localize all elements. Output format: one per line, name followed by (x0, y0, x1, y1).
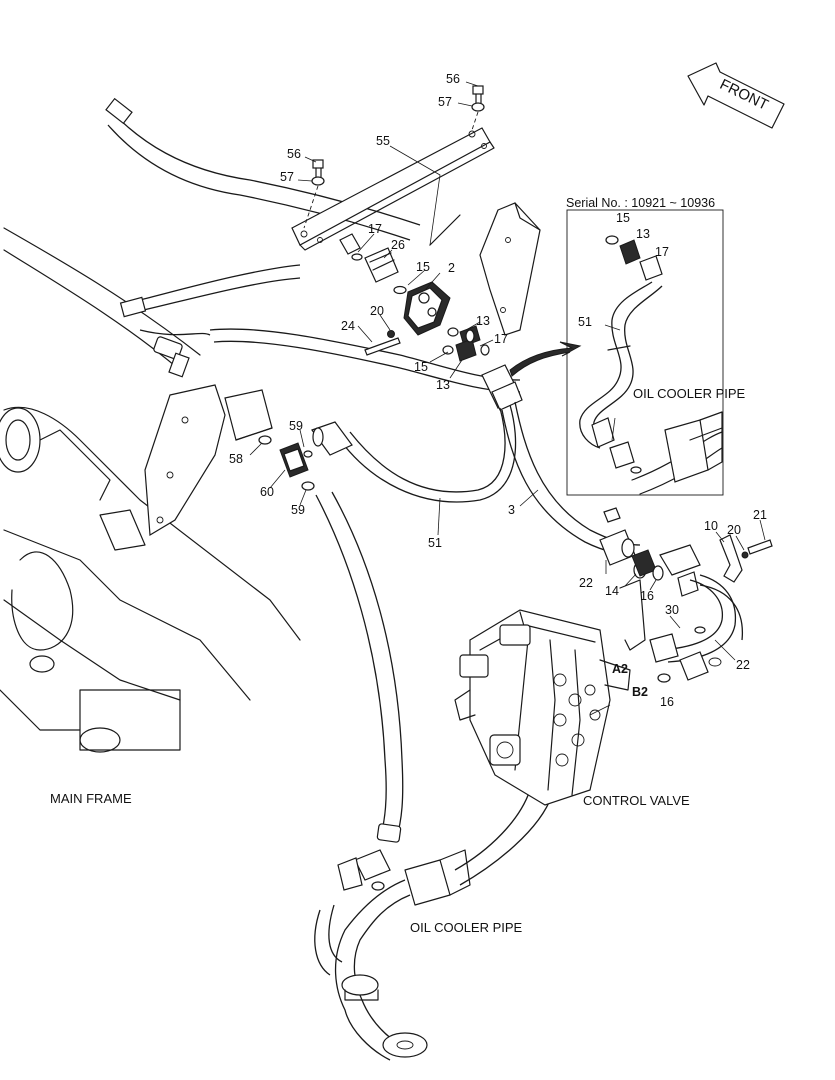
caption-main-frame: MAIN FRAME (50, 791, 132, 806)
valve-assembly (339, 233, 523, 411)
label-57-top: 57 (438, 95, 452, 109)
label-20-right: 20 (727, 523, 741, 537)
front-label: FRONT (717, 76, 771, 114)
label-60: 60 (260, 485, 274, 499)
right-pipe-assembly (599, 507, 773, 683)
label-56-top: 56 (446, 72, 460, 86)
label-2: 2 (448, 261, 455, 275)
label-56-left: 56 (287, 147, 301, 161)
hose-51-and-3 (311, 401, 641, 557)
label-55: 55 (376, 134, 390, 148)
label-59-upper: 59 (289, 419, 303, 433)
caption-oil-cooler-pipe-inset: OIL COOLER PIPE (633, 386, 746, 401)
leader-lines (249, 81, 766, 716)
label-A2: A2 (612, 662, 628, 676)
caption-control-valve: CONTROL VALVE (583, 793, 690, 808)
label-20-left: 20 (370, 304, 384, 318)
control-valve (454, 609, 631, 806)
bracket-plate-55 (291, 85, 495, 251)
label-15-upper: 15 (416, 260, 430, 274)
caption-oil-cooler-pipe-bottom: OIL COOLER PIPE (410, 920, 523, 935)
label-21: 21 (753, 508, 767, 522)
captions: MAIN FRAME CONTROL VALVE OIL COOLER PIPE (50, 791, 690, 935)
oil-cooler-pipe-bottom (314, 759, 561, 1061)
label-13-upper: 13 (476, 314, 490, 328)
label-10: 10 (704, 519, 718, 533)
label-15-lower: 15 (414, 360, 428, 374)
label-26: 26 (391, 238, 405, 252)
inset-label-51: 51 (578, 315, 592, 329)
serial-label: Serial No. : 10921 ~ 10936 (566, 196, 715, 210)
serial-inset: Serial No. : 10921 ~ 10936 OIL COOLER PI… (509, 196, 746, 496)
label-17-right: 17 (494, 332, 508, 346)
oil-cooler-supply-hose (315, 491, 404, 891)
valve-support-bracket (429, 202, 541, 336)
label-58: 58 (229, 452, 243, 466)
label-51: 51 (428, 536, 442, 550)
label-14: 14 (605, 584, 619, 598)
label-22-left: 22 (579, 576, 593, 590)
label-24: 24 (341, 319, 355, 333)
part-labels: 56 57 55 56 57 17 26 15 2 20 24 13 17 15… (229, 72, 767, 709)
block-58-fittings (258, 435, 315, 491)
label-B2: B2 (632, 685, 648, 699)
inset-label-17: 17 (655, 245, 669, 259)
label-17-upper: 17 (368, 222, 382, 236)
label-3: 3 (508, 503, 515, 517)
label-30: 30 (665, 603, 679, 617)
label-13-lower: 13 (436, 378, 450, 392)
main-frame (0, 227, 301, 753)
label-22-right: 22 (736, 658, 750, 672)
inset-label-13: 13 (636, 227, 650, 241)
label-59-lower: 59 (291, 503, 305, 517)
label-57-left: 57 (280, 170, 294, 184)
label-16-lower: 16 (660, 695, 674, 709)
front-arrow: FRONT (687, 62, 785, 129)
inset-label-15: 15 (616, 211, 630, 225)
upper-left-hoses (105, 97, 521, 393)
label-16-upper: 16 (640, 589, 654, 603)
